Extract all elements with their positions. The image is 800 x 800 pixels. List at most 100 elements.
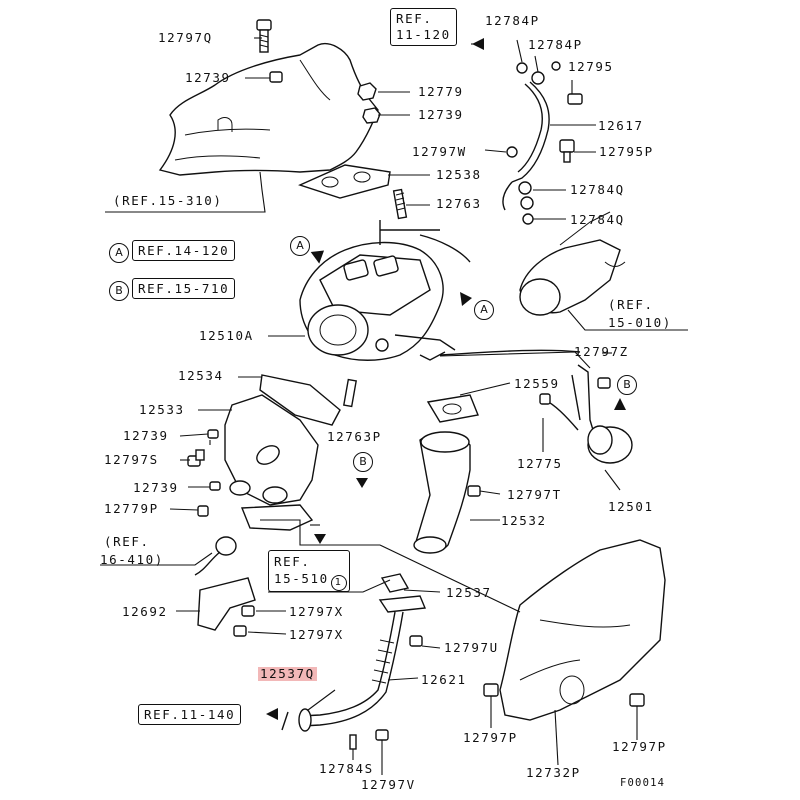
leader-lines: [100, 37, 688, 775]
elbow-12532: [413, 431, 471, 554]
bolt-12797P-a: [483, 683, 499, 697]
arrow-A-upper: [310, 250, 325, 264]
upper-heat-shield: [158, 43, 379, 176]
arrow-B-left: [356, 478, 368, 488]
bolt-12797P-b: [629, 693, 645, 707]
lower-heat-shield-12732P: [499, 539, 666, 721]
part-label-12739-b: 12739: [418, 107, 464, 122]
arrow-ref-11-120: [472, 38, 484, 50]
ref-box-14-120[interactable]: REF.14-120: [132, 240, 236, 261]
sensor-16-410: [194, 536, 237, 576]
arrow-A-right: [460, 292, 472, 306]
arrow-ref-15-510: [314, 534, 326, 544]
part-label-12532: 12532: [501, 513, 547, 528]
part-label-12534: 12534: [178, 368, 224, 383]
part-label-12797X-a: 12797X: [289, 604, 344, 619]
part-label-12784P-a: 12784P: [485, 13, 540, 28]
part-label-12692: 12692: [122, 604, 168, 619]
part-label-12501: 12501: [608, 499, 654, 514]
part-label-12537Q-highlighted: 12537Q: [258, 666, 317, 681]
gasket-12534: [259, 374, 341, 426]
ref-15-310[interactable]: (REF.15-310): [113, 193, 223, 208]
part-label-12795P: 12795P: [599, 144, 654, 159]
ref-box-11-140[interactable]: REF.11-140: [138, 704, 242, 725]
bolt-12797T: [467, 485, 481, 497]
gasket-12538: [298, 164, 391, 199]
nut-12739-b: [362, 107, 381, 124]
part-label-12763: 12763: [436, 196, 482, 211]
part-label-12537: 12537: [446, 585, 492, 600]
ref-11-120-line2: 11-120: [396, 27, 451, 42]
part-label-12779P: 12779P: [104, 501, 159, 516]
part-label-12538: 12538: [436, 167, 482, 182]
part-label-12739-d: 12739: [133, 480, 179, 495]
arrow-ref-11-140: [266, 708, 278, 720]
marker-A-right: A: [474, 300, 494, 320]
part-label-12732P: 12732P: [526, 765, 581, 780]
ref-16-410-line1: (REF.: [104, 534, 150, 549]
direction-arrows: [266, 38, 626, 720]
part-label-12797U: 12797U: [444, 640, 499, 655]
part-label-12797Q: 12797Q: [158, 30, 213, 45]
ref-16-410[interactable]: (REF. 16-410): [100, 533, 164, 569]
ref-15-010-line2: 15-010): [608, 315, 672, 330]
part-label-12533: 12533: [139, 402, 185, 417]
bolt-12797S: [187, 449, 205, 467]
clip-12537: [380, 573, 410, 593]
part-label-12784Q-b: 12784Q: [570, 212, 625, 227]
part-label-12510A: 12510A: [199, 328, 254, 343]
part-label-12797X-b: 12797X: [289, 627, 344, 642]
figure-code: F00014: [620, 777, 666, 789]
part-label-12795: 12795: [568, 59, 614, 74]
ref-11-120-line1: REF.: [396, 11, 433, 26]
part-label-12797P-b: 12797P: [612, 739, 667, 754]
marker-A-upper: A: [290, 236, 310, 256]
gasket-12559: [426, 394, 479, 423]
part-label-12797S: 12797S: [104, 452, 159, 467]
part-label-12617: 12617: [598, 118, 644, 133]
part-label-12775: 12775: [517, 456, 563, 471]
ref-15-010[interactable]: (REF. 15-010): [608, 296, 672, 332]
nut-12779: [357, 82, 377, 101]
marker-B-left: B: [353, 452, 373, 472]
ref-box-15-710[interactable]: REF.15-710: [132, 278, 236, 299]
part-label-12559: 12559: [514, 376, 560, 391]
part-label-12621: 12621: [421, 672, 467, 687]
nut-12739-d: [209, 481, 221, 491]
part-label-12784S: 12784S: [319, 761, 374, 776]
ref-box-11-120[interactable]: REF. 11-120: [390, 8, 457, 46]
nut-12739-c: [207, 429, 219, 439]
part-label-12797V: 12797V: [361, 777, 416, 792]
ref-15-010-line1: (REF.: [608, 297, 654, 312]
part-label-12784Q-a: 12784Q: [570, 182, 625, 197]
arrow-B-right: [614, 398, 626, 410]
nut-12779P: [197, 505, 209, 517]
intake-hose: [519, 211, 626, 316]
actuator-12501: [539, 364, 633, 464]
part-label-12739-a: 12739: [185, 70, 231, 85]
ref-15-510-line1: REF.: [274, 554, 311, 569]
housing-12533: [224, 394, 319, 531]
part-label-12779: 12779: [418, 84, 464, 99]
stud-12763P: [342, 378, 358, 408]
part-label-12784P-b: 12784P: [528, 37, 583, 52]
part-label-12797T: 12797T: [507, 487, 562, 502]
bracket-12692: [197, 577, 256, 637]
marker-A-legend: A: [109, 243, 129, 263]
part-label-12797W: 12797W: [412, 144, 467, 159]
part-label-12797P-a: 12797P: [463, 730, 518, 745]
marker-B-legend: B: [109, 281, 129, 301]
part-label-12739-c: 12739: [123, 428, 169, 443]
ref-16-410-line2: 16-410): [100, 552, 164, 567]
oil-pipe-12617: [502, 61, 583, 225]
nut-12739-upper: [269, 71, 283, 83]
ref-15-510-text: 15-510: [274, 571, 329, 586]
part-label-12797Z: 12797Z: [574, 344, 629, 359]
stud-12763: [392, 188, 408, 220]
bolt-12797Q: [256, 19, 272, 53]
oil-return-pipe-12621: [281, 595, 427, 750]
